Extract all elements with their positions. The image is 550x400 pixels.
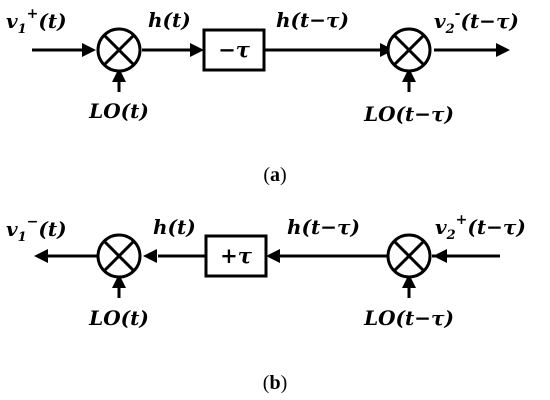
caption-b: (b) [263, 372, 287, 394]
caption-a: (a) [263, 164, 286, 186]
lo-right-label-a: LO(t−τ) [363, 102, 454, 126]
arrowhead-output-b [34, 249, 48, 263]
arrowhead-delay-in-a [190, 43, 204, 57]
arrowhead-lo-left-a [112, 68, 126, 82]
delay-block-a [202, 28, 266, 72]
input-signal-label-b: v2+(t−τ) [435, 212, 526, 243]
h-signal-label-b: h(t) [153, 215, 196, 239]
arrowhead-input-a [82, 43, 96, 57]
arrowhead-lo-right-b [402, 274, 416, 288]
h-signal-label-a: h(t) [148, 8, 191, 32]
panel-a: −τ v1+(t) h(t) h(t−τ) v2-(t−τ) LO(t) LO(… [6, 6, 519, 186]
delay-block-label-a: −τ [218, 37, 251, 62]
lo-left-label-a: LO(t) [88, 99, 149, 123]
arrowhead-mixer-right-in-b [433, 249, 447, 263]
mixer-right-a [386, 27, 432, 73]
h-delayed-signal-label-b: h(t−τ) [287, 215, 360, 239]
arrowhead-lo-left-b [112, 274, 126, 288]
mixer-left-b [96, 233, 142, 279]
panel-b: +τ v1−(t) h(t) h(t−τ) v2+(t−τ) LO(t) LO(… [6, 212, 526, 394]
mixer-left-a [96, 27, 142, 73]
lo-right-label-b: LO(t−τ) [363, 306, 454, 330]
arrowhead-mixer-left-in-b [143, 249, 157, 263]
arrowhead-delay-in-b [266, 249, 280, 263]
delay-block-label-b: +τ [220, 243, 253, 268]
lo-left-label-b: LO(t) [88, 306, 149, 330]
output-signal-label-b: v1−(t) [6, 214, 67, 245]
h-delayed-signal-label-a: h(t−τ) [276, 8, 349, 32]
output-signal-label-a: v2-(t−τ) [434, 6, 519, 37]
input-signal-label-a: v1+(t) [6, 6, 67, 37]
arrowhead-lo-right-a [402, 68, 416, 82]
arrowhead-output-a [496, 43, 510, 57]
mixer-right-b [386, 233, 432, 279]
delay-block-b [204, 234, 268, 278]
